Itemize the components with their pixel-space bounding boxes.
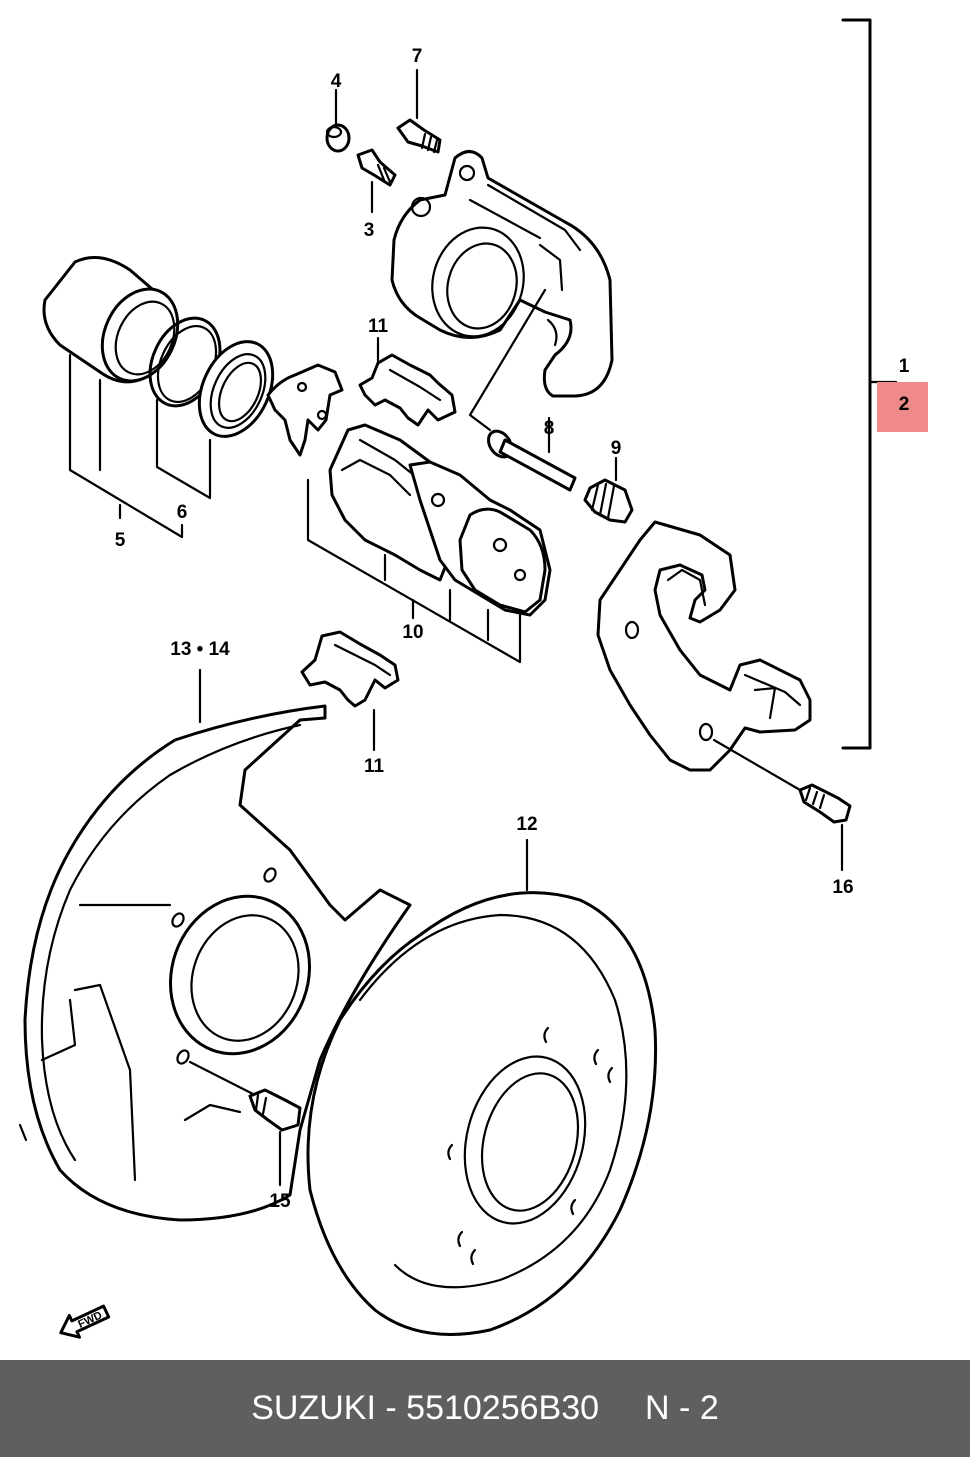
caliper-carrier: [596, 520, 812, 772]
footer-separator: -: [385, 1389, 397, 1427]
pad-clip-upper: [358, 336, 457, 427]
label-15: 15: [269, 1191, 291, 1212]
leader-10: [306, 478, 522, 664]
fwd-arrow-icon: FWD: [59, 1304, 111, 1339]
slide-pin: [468, 288, 577, 492]
pin-boot: [583, 456, 634, 524]
label-8: 8: [544, 418, 555, 439]
label-10: 10: [402, 622, 423, 643]
label-12: 12: [516, 814, 537, 835]
label-6: 6: [177, 502, 188, 523]
pad-clip-lower: [300, 630, 400, 752]
carrier-bolt: [712, 738, 852, 872]
dust-boot: [197, 340, 275, 438]
piston: [42, 256, 180, 384]
label-2: 2: [899, 394, 910, 415]
label-4: 4: [331, 71, 342, 92]
brake-disc: [306, 838, 658, 1336]
label-1: 1: [899, 356, 910, 377]
leader-5-6: [68, 353, 212, 539]
brake-pad-outer: [408, 460, 552, 617]
footer-brand: SUZUKI: [251, 1389, 376, 1427]
guide-bolt-top: [396, 68, 442, 154]
label-13-14: 13 • 14: [170, 639, 230, 660]
label-11-upper: 11: [368, 316, 389, 337]
fwd-label: FWD: [76, 1309, 104, 1330]
shim-plate: [266, 363, 344, 457]
exploded-brake-diagram: FWD 1 2 3 4 5 6 7 8 9 10 11 11 12 13 • 1…: [18, 18, 928, 1339]
dust-shield: [18, 668, 412, 1222]
label-3: 3: [364, 220, 375, 241]
shield-bolt: [188, 1060, 302, 1187]
highlight-box: [877, 382, 928, 432]
label-5: 5: [115, 530, 126, 551]
bleeder-screw: [356, 148, 397, 214]
label-9: 9: [611, 438, 622, 459]
label-16: 16: [832, 877, 853, 898]
footer-ref: N - 2: [645, 1389, 719, 1427]
bleeder-cap: [325, 88, 351, 153]
label-7: 7: [412, 46, 423, 67]
caliper-body: [390, 150, 614, 398]
footer-bar: SUZUKI - 5510256B30 N - 2: [0, 1360, 970, 1457]
label-11-lower: 11: [364, 756, 385, 777]
footer-part-number: 5510256B30: [406, 1389, 600, 1427]
